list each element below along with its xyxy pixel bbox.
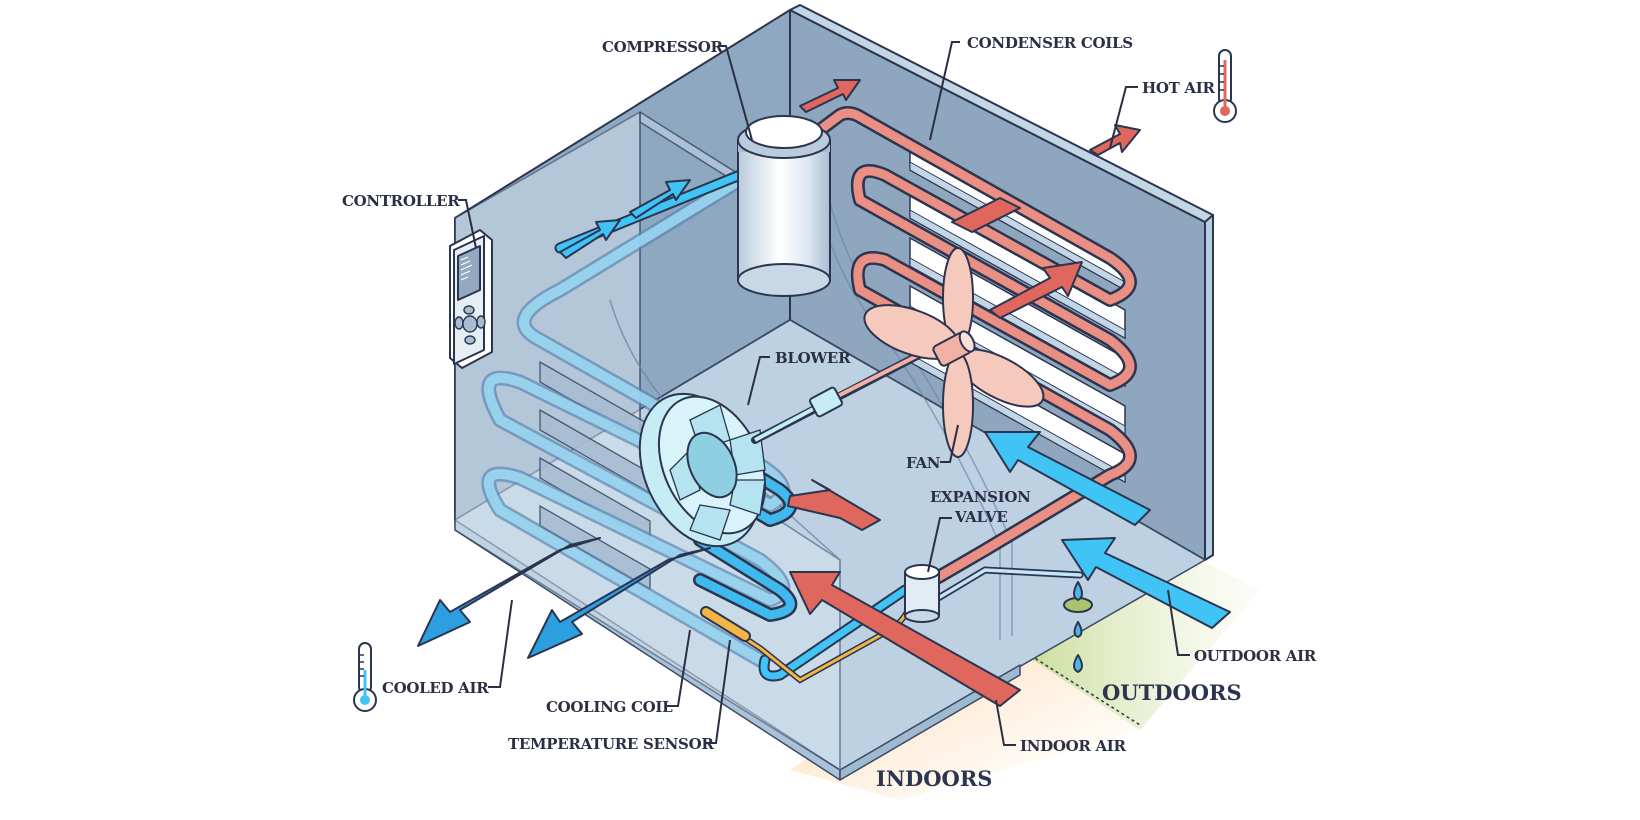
label-temperature-sensor: TEMPERATURE SENSOR bbox=[508, 735, 714, 753]
fan bbox=[863, 247, 1045, 458]
refrigerant-flow-arrows bbox=[559, 179, 691, 259]
label-controller: CONTROLLER bbox=[342, 192, 460, 210]
label-expansion-valve-line1: EXPANSION bbox=[930, 488, 1031, 506]
indoor-air-arrows bbox=[787, 479, 1021, 707]
controller bbox=[449, 229, 493, 369]
outdoors-zone bbox=[990, 535, 1260, 730]
label-expansion-valve-line2: VALVE bbox=[954, 508, 1007, 526]
condenser-coils bbox=[813, 106, 1137, 589]
label-outdoor-air: OUTDOOR AIR bbox=[1194, 647, 1317, 665]
hot-air-arrows bbox=[951, 197, 1083, 319]
label-cooled-air: COOLED AIR bbox=[382, 679, 489, 697]
label-compressor: COMPRESSOR bbox=[602, 38, 723, 56]
thermometer-hot-icon bbox=[1213, 49, 1237, 123]
water-drop-icon bbox=[1063, 581, 1093, 673]
zone-label-indoors: INDOORS bbox=[876, 766, 992, 791]
hot-refrigerant-arrows bbox=[799, 79, 1141, 156]
cooling-coil bbox=[481, 169, 911, 682]
label-fan: FAN bbox=[906, 454, 941, 472]
compressor bbox=[737, 115, 831, 297]
expansion-valve bbox=[904, 564, 1084, 623]
leader-lines bbox=[458, 41, 1190, 746]
thermometer-cold-icon bbox=[353, 642, 377, 712]
outdoor-air-arrows bbox=[984, 431, 1231, 629]
label-indoor-air: INDOOR AIR bbox=[1020, 737, 1127, 755]
label-cooling-coil: COOLING COIL bbox=[546, 698, 673, 716]
label-condenser-coils: CONDENSER COILS bbox=[967, 34, 1133, 52]
label-hot-air: HOT AIR bbox=[1142, 79, 1215, 97]
zone-label-outdoors: OUTDOORS bbox=[1102, 680, 1242, 705]
label-blower: BLOWER bbox=[775, 349, 851, 367]
cooled-air-arrows bbox=[417, 537, 711, 659]
